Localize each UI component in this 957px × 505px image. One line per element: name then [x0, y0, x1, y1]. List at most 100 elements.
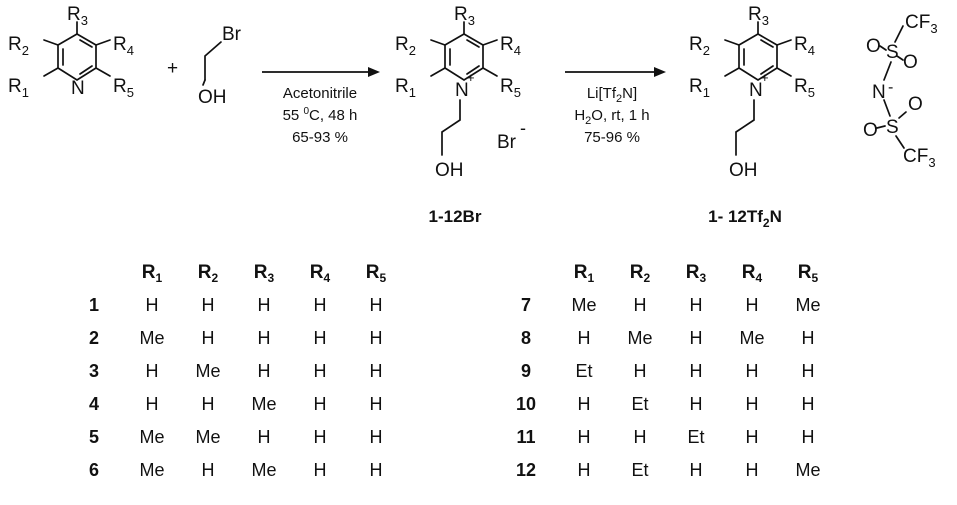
substituent-r3: H: [689, 328, 703, 348]
p1-r1-label: R1: [395, 76, 416, 100]
substituent-r1: H: [577, 460, 591, 480]
substituent-r4: H: [745, 427, 759, 447]
substituent-r1: H: [577, 394, 591, 414]
r1-label: R1: [8, 76, 29, 100]
substituent-r3: H: [257, 361, 271, 381]
p1-r3-label: R3: [454, 4, 475, 28]
substituent-r2: H: [201, 394, 215, 414]
oxygen-3: O: [908, 94, 923, 115]
r2-header: R2: [629, 261, 651, 285]
compound-id: 7: [520, 295, 531, 315]
bromide-counterion: Br: [497, 132, 517, 153]
substituent-r1: H: [145, 394, 159, 414]
r4-header: R4: [741, 261, 763, 285]
r4-header: R4: [309, 261, 331, 285]
product1-label: 1-12Br: [429, 207, 482, 226]
p1-r4-label: R4: [500, 34, 521, 58]
p1-plus-charge: +: [467, 70, 475, 85]
substituent-r2: Et: [631, 394, 649, 414]
substituent-r3: H: [257, 427, 271, 447]
substituent-r1: H: [145, 295, 159, 315]
table-header-row: R1 R2 R3 R4 R5: [64, 256, 404, 289]
step1-temperature: 55 0C, 48 h: [283, 106, 358, 124]
substituent-r3: Me: [251, 460, 277, 480]
substituent-r2: Me: [627, 328, 653, 348]
product2-label: 1- 12Tf2N: [708, 207, 782, 230]
substituent-r3: H: [689, 361, 703, 381]
p1-r2-label: R2: [395, 34, 416, 58]
substituent-r4: H: [313, 427, 327, 447]
p2-r3-label: R3: [748, 4, 769, 28]
p2-nitrogen-label: N: [749, 80, 763, 101]
substituent-r4: H: [745, 460, 759, 480]
substituent-r5: H: [801, 427, 815, 447]
r3-label: R3: [67, 4, 88, 28]
substituent-r5: H: [369, 394, 383, 414]
compound-id: 5: [88, 427, 99, 447]
substituent-r4: H: [313, 328, 327, 348]
p2-hydroxyl-label: OH: [729, 160, 758, 181]
substituent-r5: H: [369, 361, 383, 381]
substituent-r3: H: [689, 295, 703, 315]
r1-header: R1: [141, 261, 163, 285]
substituent-r1: H: [577, 328, 591, 348]
r5-label: R5: [113, 76, 134, 100]
substituent-r5: H: [801, 361, 815, 381]
substituent-r1: Me: [139, 328, 165, 348]
compound-id: 12: [515, 460, 537, 480]
substituent-r1: H: [577, 427, 591, 447]
substituent-r4: H: [313, 361, 327, 381]
substituent-r2: Me: [195, 361, 221, 381]
substituent-r2: H: [633, 427, 647, 447]
substituent-r5: H: [369, 328, 383, 348]
hydroxyl-label: OH: [198, 87, 227, 108]
compound-id: 4: [88, 394, 99, 414]
pyridine-reactant: R3 R2 R4 R1 R5 N: [8, 4, 134, 100]
r2-label: R2: [8, 34, 29, 58]
pyridinium-tf2n-product: R3 R2 R4 R1 R5 N + OH 1- 12Tf2N: [689, 4, 815, 230]
r4-label: R4: [113, 34, 134, 58]
compound-id: 11: [516, 427, 536, 447]
step2-yield: 75-96 %: [584, 129, 640, 146]
substituent-r5: Me: [795, 295, 821, 315]
r3-header: R3: [685, 261, 707, 285]
nitrogen-label: N: [71, 78, 85, 99]
r5-header: R5: [365, 261, 387, 285]
p2-plus-charge: +: [761, 70, 769, 85]
p1-r5-label: R5: [500, 76, 521, 100]
table-header-row: R1 R2 R3 R4 R5: [496, 256, 836, 289]
step1-yield: 65-93 %: [292, 129, 348, 146]
oxygen-4: O: [863, 120, 878, 141]
substituent-r1: Me: [139, 427, 165, 447]
substituent-r2: H: [633, 295, 647, 315]
r1-header: R1: [573, 261, 595, 285]
substituent-r5: H: [369, 460, 383, 480]
compound-id: 8: [520, 328, 531, 348]
step2-conditions: H2O, rt, 1 h: [574, 107, 649, 127]
id-column-header: [496, 256, 556, 289]
compound-id: 6: [88, 460, 99, 480]
cf3-bottom: CF3: [903, 146, 936, 170]
substituent-r1: Et: [575, 361, 593, 381]
substituent-r5: Me: [795, 460, 821, 480]
compound-id: 10: [515, 394, 537, 414]
substituent-r4: H: [745, 394, 759, 414]
substituent-r3: H: [689, 394, 703, 414]
substituent-r4: H: [313, 394, 327, 414]
substituent-r5: H: [369, 295, 383, 315]
oxygen-2: O: [903, 52, 918, 73]
bromo-label: Br: [222, 24, 242, 45]
anion-charge: -: [888, 79, 893, 96]
substituent-r2: Me: [195, 427, 221, 447]
